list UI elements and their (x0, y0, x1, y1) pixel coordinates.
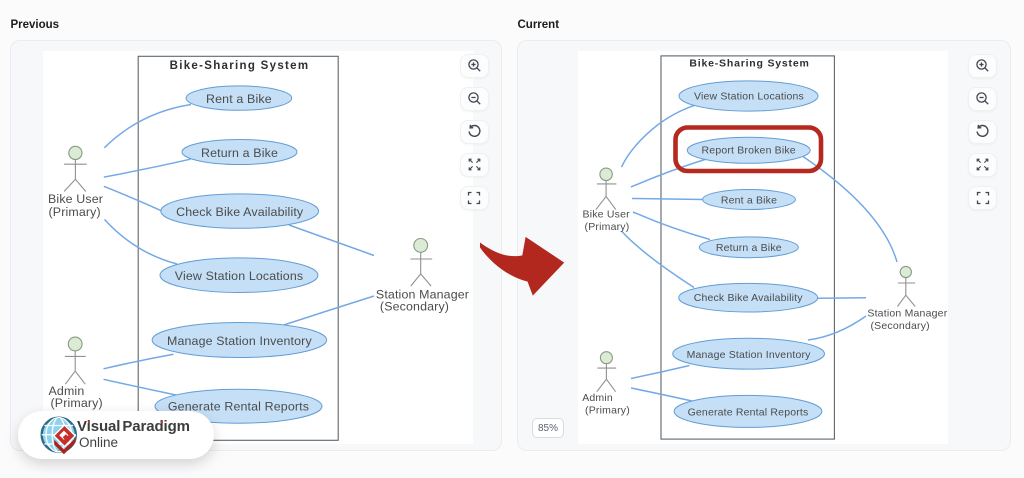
svg-text:Bike User: Bike User (48, 192, 103, 206)
svg-text:Return a Bike: Return a Bike (716, 242, 782, 254)
svg-text:Bike-Sharing System: Bike-Sharing System (689, 58, 809, 70)
svg-text:Generate Rental Reports: Generate Rental Reports (688, 406, 809, 418)
svg-text:Manage Station Inventory: Manage Station Inventory (167, 334, 312, 348)
svg-text:Check Bike Availability: Check Bike Availability (176, 205, 304, 219)
svg-text:Return a Bike: Return a Bike (201, 146, 278, 160)
svg-text:(Primary): (Primary) (585, 405, 630, 417)
svg-text:Manage Station Inventory: Manage Station Inventory (687, 349, 812, 361)
svg-text:Admin: Admin (49, 384, 85, 398)
svg-text:(Primary): (Primary) (585, 221, 630, 233)
svg-text:(Secondary): (Secondary) (870, 320, 929, 332)
svg-text:(Primary): (Primary) (51, 396, 103, 410)
svg-text:Rent a Bike: Rent a Bike (206, 92, 272, 106)
svg-text:Check Bike Availability: Check Bike Availability (694, 292, 804, 304)
svg-text:Report Broken Bike: Report Broken Bike (702, 145, 796, 157)
svg-text:Station Manager: Station Manager (376, 288, 469, 302)
svg-text:Station Manager: Station Manager (867, 308, 947, 320)
svg-text:(Secondary): (Secondary) (380, 300, 449, 314)
svg-text:Rent a Bike: Rent a Bike (721, 195, 777, 207)
svg-text:View Station Locations: View Station Locations (694, 91, 804, 103)
svg-text:Bike-Sharing System: Bike-Sharing System (170, 60, 310, 72)
svg-text:Bike User: Bike User (583, 209, 631, 221)
svg-text:(Primary): (Primary) (49, 205, 101, 219)
svg-text:View Station Locations: View Station Locations (175, 269, 303, 283)
svg-text:Admin: Admin (582, 392, 613, 404)
svg-text:Generate Rental Reports: Generate Rental Reports (168, 400, 309, 414)
